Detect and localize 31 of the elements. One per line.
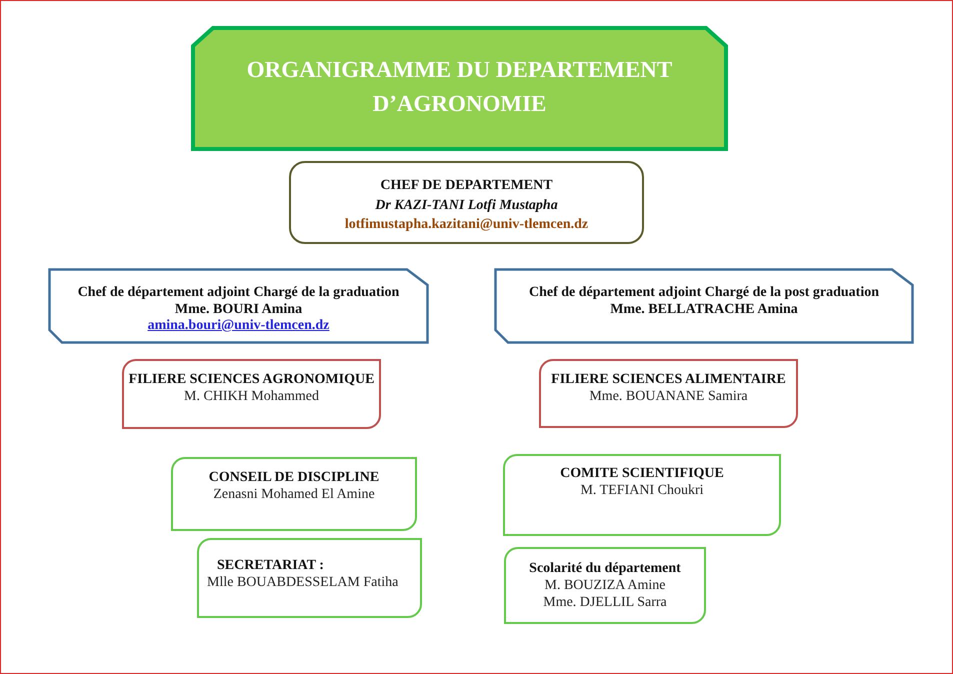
role-box xyxy=(171,457,417,531)
role-box xyxy=(504,547,706,624)
role-title: CHEF DE DEPARTEMENT xyxy=(380,177,553,195)
person-name: M. CHIKH Mohammed xyxy=(184,388,319,405)
person-name: M. TEFIANI Choukri xyxy=(580,482,704,499)
person-name: Mme. BOURI Amina xyxy=(174,302,302,318)
role-box xyxy=(197,538,422,618)
person-name: Mme. BOUANANE Samira xyxy=(589,388,748,405)
role-title: FILIERE SCIENCES ALIMENTAIRE xyxy=(551,371,786,388)
person-name: Zenasni Mohamed El Amine xyxy=(213,486,375,503)
role-box xyxy=(539,359,798,428)
diagram-title: ORGANIGRAMME DU DEPARTEMENT D’AGRONOMIE xyxy=(246,56,674,118)
email-link: amina.bouri@univ-tlemcen.dz xyxy=(148,318,330,334)
role-box xyxy=(48,268,429,344)
role-box xyxy=(494,268,914,344)
role-title: Scolarité du département xyxy=(529,560,681,577)
role-title: SECRETARIAT : xyxy=(217,557,324,574)
person-name: Mlle BOUABDESSELAM Fatiha xyxy=(207,574,398,591)
person-name: M. BOUZIZA Amine xyxy=(544,577,666,594)
email-address: lotfimustapha.kazitani@univ-tlemcen.dz xyxy=(344,216,588,234)
person-name: Dr KAZI-TANI Lotfi Mustapha xyxy=(375,196,558,214)
person-name: Mme. BELLATRACHE Amina xyxy=(610,302,798,318)
role-title: FILIERE SCIENCES AGRONOMIQUE xyxy=(128,371,374,388)
role-box xyxy=(503,454,781,536)
role-title: CONSEIL DE DISCIPLINE xyxy=(208,469,380,486)
role-title: COMITE SCIENTIFIQUE xyxy=(560,465,724,482)
role-title: Chef de département adjoint Chargé de la graduation xyxy=(78,285,400,302)
role-box xyxy=(289,161,644,244)
role-title: Chef de département adjoint Chargé de la post graduation xyxy=(529,285,879,302)
role-box xyxy=(122,359,381,429)
person-name: Mme. DJELLIL Sarra xyxy=(543,594,667,611)
